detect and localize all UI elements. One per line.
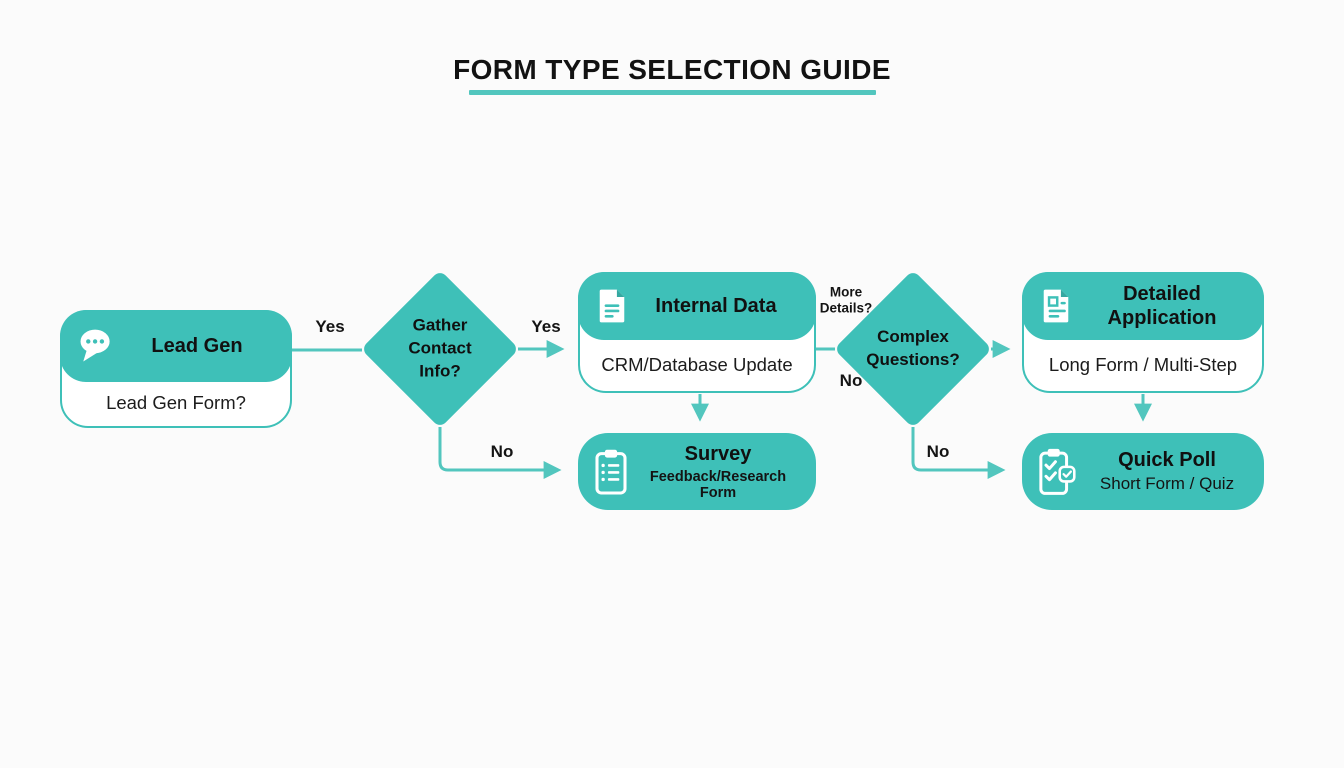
title-underline: [469, 90, 876, 95]
clipboard-check-icon: [1034, 442, 1082, 502]
edge-label-yes-gather-internal: Yes: [531, 317, 561, 336]
survey-text: Survey Feedback/Research Form: [632, 443, 804, 501]
node-quick-poll: Quick Poll Short Form / Quiz: [1022, 433, 1264, 510]
edge-label-no-complex-left: No: [839, 371, 863, 390]
complex-questions-question: Complex Questions?: [866, 327, 960, 369]
form-document-icon: [1038, 285, 1074, 327]
quick-poll-text: Quick Poll Short Form / Quiz: [1082, 449, 1252, 494]
internal-data-body: CRM/Database Update: [580, 338, 814, 391]
chat-bubble-icon: [76, 326, 116, 366]
edge-label-no-complex-quickpoll: No: [926, 442, 950, 461]
lead-gen-header: Lead Gen: [60, 310, 292, 382]
page-title: FORM TYPE SELECTION GUIDE: [453, 54, 891, 85]
internal-data-header: Internal Data: [578, 272, 816, 340]
lead-gen-subtitle: Lead Gen Form?: [106, 392, 246, 413]
edge-complex-to-quickpoll: [911, 427, 1006, 479]
quick-poll-subtitle: Short Form / Quiz: [1099, 474, 1235, 493]
detailed-application-subtitle: Long Form / Multi-Step: [1048, 353, 1238, 375]
detailed-application-body: Long Form / Multi-Step: [1024, 338, 1262, 391]
detailed-application-header: Detailed Application: [1022, 272, 1264, 340]
lead-gen-title: Lead Gen: [151, 335, 243, 357]
node-lead-gen: Lead Gen Lead Gen Form?: [60, 310, 292, 428]
node-internal-data: Internal Data CRM/Database Update: [578, 272, 816, 393]
node-survey: Survey Feedback/Research Form: [578, 433, 816, 510]
clipboard-list-icon: [590, 444, 632, 500]
edge-label-more-details: More Details?: [819, 284, 873, 315]
edge-label-no-gather-survey: No: [490, 442, 514, 461]
internal-data-title: Internal Data: [655, 295, 777, 317]
edge-label-yes-lead-gather: Yes: [315, 317, 345, 336]
edge-gather-to-survey: [438, 427, 562, 479]
survey-subtitle: Feedback/Research Form: [649, 468, 787, 501]
detailed-application-title: Detailed Application: [1107, 283, 1217, 329]
internal-data-subtitle: CRM/Database Update: [601, 353, 793, 375]
document-icon: [594, 285, 630, 327]
gather-contact-question: Gather Contact Info?: [408, 315, 472, 381]
survey-title: Survey: [684, 442, 752, 465]
lead-gen-body: Lead Gen Form?: [62, 380, 290, 426]
quick-poll-title: Quick Poll: [1118, 449, 1216, 471]
node-detailed-application: Detailed Application Long Form / Multi-S…: [1022, 272, 1264, 393]
